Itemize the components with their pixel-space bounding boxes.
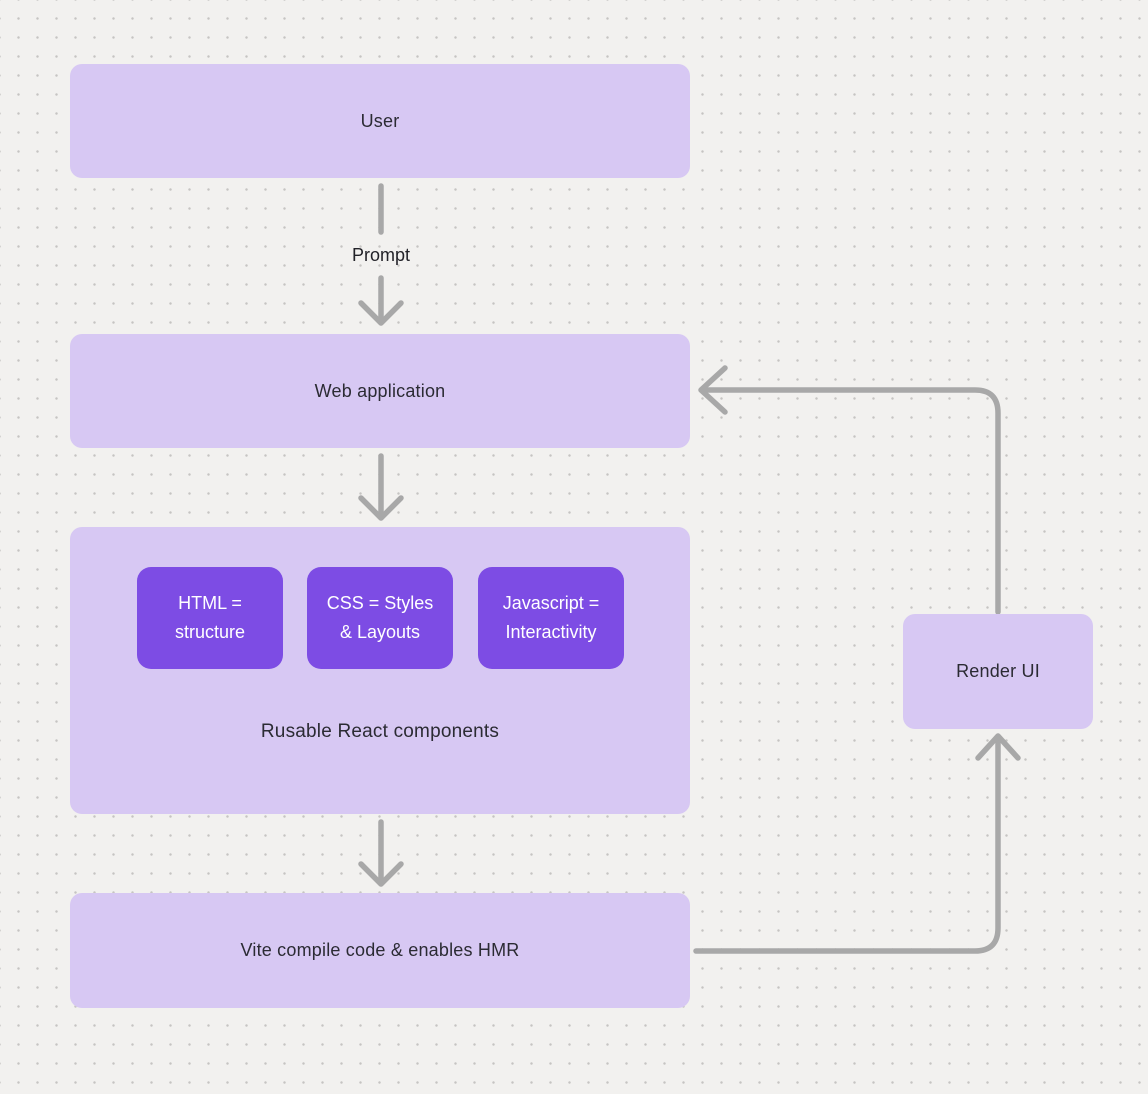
user-node-label: User (360, 110, 400, 131)
arrow-down-icon (358, 861, 404, 887)
render-ui-node: Render UI (903, 614, 1093, 729)
arrow-down-icon (358, 495, 404, 521)
javascript-node: Javascript = Interactivity (478, 567, 624, 669)
css-node-label-line2: & Layouts (339, 622, 421, 642)
connector-line (704, 387, 1001, 615)
javascript-node-label-line1: Javascript = (502, 593, 600, 613)
components-caption: Rusable React components (260, 721, 500, 742)
arrow-components-to-vite (358, 819, 404, 887)
web-application-node: Web application (70, 334, 690, 448)
components-container-node: HTML = structure CSS = Styles & Layouts … (70, 527, 690, 814)
connector-render-ui-to-web-application (698, 365, 1001, 615)
prompt-edge-label: Prompt (351, 245, 411, 265)
arrow-up-icon (975, 733, 1021, 761)
html-node-label-line2: structure (174, 622, 246, 642)
render-ui-node-label: Render UI (956, 661, 1040, 681)
connector-line (693, 739, 1001, 954)
arrow-web-application-to-components (358, 453, 404, 521)
css-node-label-line1: CSS = Styles (326, 593, 434, 613)
vite-node-label: Vite compile code & enables HMR (240, 940, 520, 960)
vite-node: Vite compile code & enables HMR (70, 893, 690, 1008)
web-application-node-label: Web application (314, 380, 446, 401)
html-node-label-line1: HTML = (178, 593, 242, 613)
connector-vite-to-render-ui (693, 733, 1021, 954)
arrow-down-icon (358, 300, 404, 326)
css-node: CSS = Styles & Layouts (307, 567, 453, 669)
html-node: HTML = structure (137, 567, 283, 669)
arrow-left-icon (698, 365, 728, 415)
user-node: User (70, 64, 690, 178)
javascript-node-label-line2: Interactivity (505, 622, 597, 642)
